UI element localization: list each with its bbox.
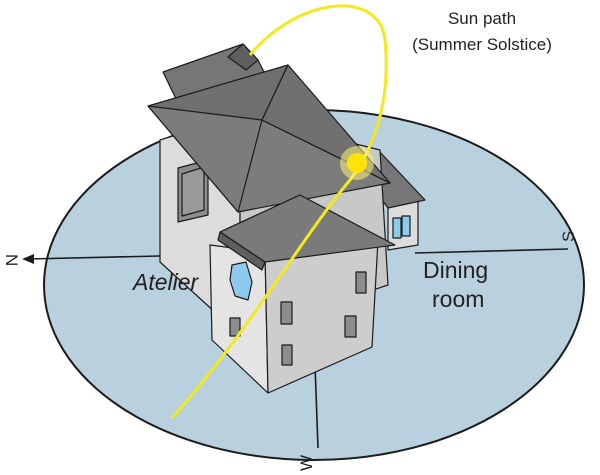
main-roof-ridge (237, 119, 263, 213)
bay-window-glass (229, 261, 253, 301)
front-wing-roof-edge (217, 231, 266, 271)
front-window-2 (280, 301, 293, 325)
front-window-5 (344, 315, 357, 338)
west-label: W (297, 455, 316, 471)
north-label: N (2, 254, 21, 266)
dining-room-label-line-2: room (432, 286, 484, 312)
atelier-label: Atelier (131, 269, 200, 295)
front-window-4 (355, 271, 367, 294)
front-window-1 (229, 317, 241, 337)
rear-roof-ridge (227, 43, 259, 71)
title-line-1: Sun path (448, 9, 516, 28)
west-axis-line (314, 364, 319, 449)
front-window-3 (281, 344, 293, 366)
north-arrow-icon (22, 254, 34, 264)
atelier-window-frame (181, 166, 205, 217)
south-axis-line (414, 248, 569, 254)
right-wing-window (392, 217, 402, 239)
sun-path-curve (170, 4, 388, 419)
right-wing-window-2 (401, 215, 411, 237)
dining-room-label-line-1: Dining (423, 257, 488, 283)
sun-icon (347, 153, 367, 173)
title-line-2: (Summer Solstice) (412, 35, 552, 54)
north-axis-line (27, 255, 161, 260)
south-label: S (559, 231, 578, 242)
